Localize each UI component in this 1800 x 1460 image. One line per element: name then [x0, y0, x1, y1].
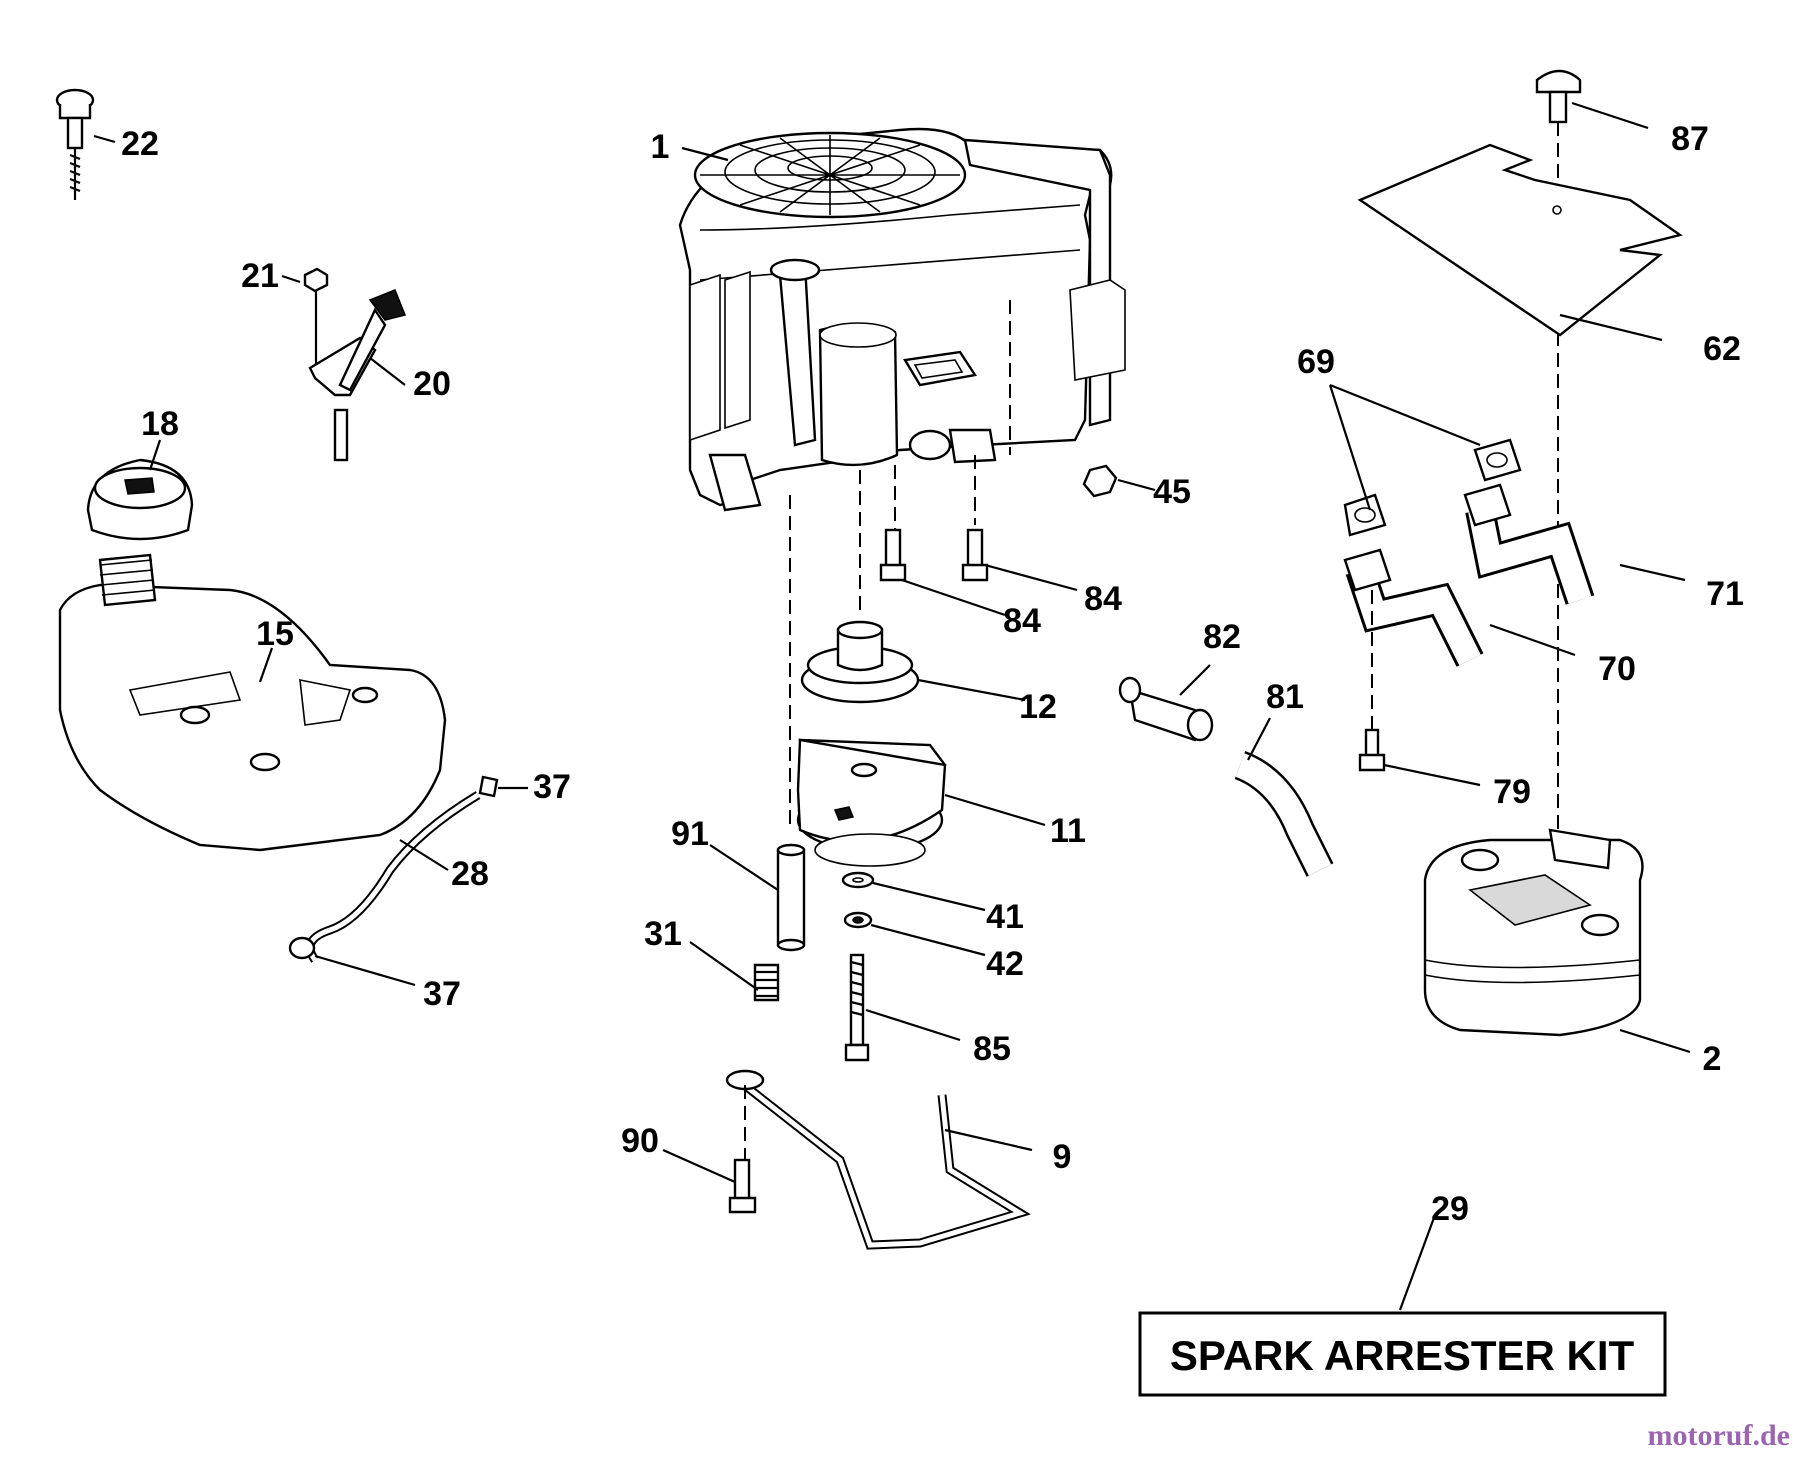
callout-37-top: 37 [533, 768, 571, 806]
bolt-part-90 [728, 1158, 757, 1214]
callout-18: 18 [141, 405, 179, 443]
screw-part-79 [1358, 728, 1386, 772]
callout-37-bottom: 37 [423, 975, 461, 1013]
spring-part-31 [753, 963, 780, 1002]
callout-22: 22 [121, 125, 159, 163]
knob-screw-part-22 [55, 88, 95, 200]
callout-91: 91 [671, 815, 709, 853]
callout-87: 87 [1671, 120, 1709, 158]
leader-lines [93, 101, 1691, 1311]
pulley-part-12 [800, 620, 920, 704]
callout-9: 9 [1053, 1138, 1072, 1176]
bolt-part-85 [844, 953, 870, 1062]
callout-12: 12 [1019, 688, 1057, 726]
callout-41: 41 [986, 898, 1024, 936]
callout-42: 42 [986, 945, 1024, 983]
clutch-part-11 [796, 738, 947, 867]
callout-85: 85 [973, 1030, 1011, 1068]
callout-70: 70 [1598, 650, 1636, 688]
callout-79: 79 [1493, 773, 1531, 811]
fuel-tank-part-15 [58, 553, 447, 852]
gasket-part-69 [1343, 438, 1522, 537]
callout-29: 29 [1431, 1190, 1469, 1228]
fuel-line-part-28 [288, 775, 499, 963]
callout-31: 31 [644, 915, 682, 953]
callout-21: 21 [241, 257, 279, 295]
callout-28: 28 [451, 855, 489, 893]
callout-1: 1 [651, 128, 670, 166]
callout-20: 20 [413, 365, 451, 403]
nut-part-45 [1082, 464, 1118, 498]
callout-90: 90 [621, 1122, 659, 1160]
engine-part-1 [678, 127, 1126, 512]
fuel-cap-part-18 [86, 458, 194, 541]
callout-62: 62 [1703, 330, 1741, 368]
callout-labels: 1 22 21 20 18 15 37 28 37 45 84 84 12 11… [121, 120, 1744, 1228]
spark-arrester-kit-label: SPARK ARRESTER KIT [1170, 1332, 1635, 1379]
callout-15: 15 [256, 615, 294, 653]
bracket-part-20 [303, 267, 407, 462]
callout-71: 71 [1706, 575, 1744, 613]
callout-11: 11 [1050, 812, 1086, 850]
bolt-part-84 [879, 528, 989, 582]
knob-part-87 [1535, 69, 1582, 124]
callout-45: 45 [1153, 473, 1191, 511]
spark-arrester-kit-box: SPARK ARRESTER KIT [1138, 1311, 1667, 1397]
hose-part-81 [1234, 750, 1334, 877]
muffler-part-2 [1423, 828, 1644, 1037]
exhaust-pipe-part-70 [1343, 548, 1484, 667]
exhaust-pipe-part-71 [1463, 483, 1595, 605]
callout-81: 81 [1266, 678, 1304, 716]
callout-84-left: 84 [1003, 602, 1041, 640]
fuel-filter-part-82 [1118, 676, 1214, 742]
callout-2: 2 [1703, 1040, 1722, 1078]
watermark-logo: motoruf.de [1648, 1419, 1790, 1452]
rod-part-9 [725, 1069, 1031, 1250]
heat-shield-part-62 [1357, 143, 1683, 337]
callout-82: 82 [1203, 618, 1241, 656]
sleeve-part-91 [776, 843, 806, 952]
callout-84-right: 84 [1084, 580, 1122, 618]
callout-69: 69 [1297, 343, 1335, 381]
